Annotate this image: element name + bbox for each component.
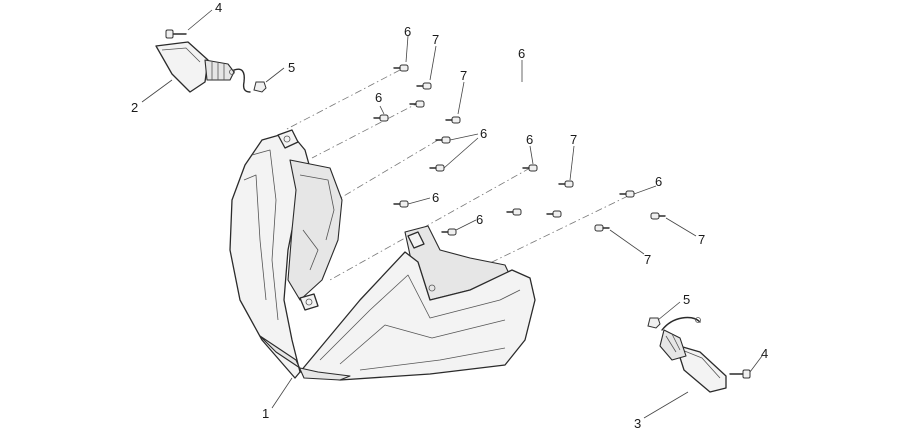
- callout-part-2: 2: [131, 100, 138, 115]
- callout-part-7-b: 7: [460, 68, 467, 83]
- callout-part-6-c: 6: [375, 90, 382, 105]
- callout-labels: 1 2 3 4 4 5 5 6 7 6 7 6 6 6 7 6 6 6 7 7: [131, 0, 768, 431]
- callout-part-6-b: 6: [518, 46, 525, 61]
- callout-part-7-a: 7: [432, 32, 439, 47]
- callout-part-1: 1: [262, 406, 269, 421]
- callout-part-5-left: 5: [288, 60, 295, 75]
- callout-part-6-e: 6: [526, 132, 533, 147]
- callout-part-6-f: 6: [432, 190, 439, 205]
- connectors: [253, 81, 661, 329]
- screws: [373, 64, 666, 236]
- callout-part-3: 3: [634, 416, 641, 431]
- callout-part-4-left: 4: [215, 0, 222, 15]
- callout-part-7-d: 7: [698, 232, 705, 247]
- callout-part-4-right: 4: [761, 346, 768, 361]
- callout-part-6-h: 6: [655, 174, 662, 189]
- headlight-assembly: [229, 129, 536, 381]
- right-indicator: [659, 316, 727, 393]
- indicator-screws: [165, 29, 751, 379]
- callout-part-6-g: 6: [476, 212, 483, 227]
- leader-lines: [141, 9, 763, 419]
- callout-part-5-right: 5: [683, 292, 690, 307]
- callout-part-7-e: 7: [644, 252, 651, 267]
- callout-part-6-a: 6: [404, 24, 411, 39]
- left-indicator: [155, 41, 251, 93]
- callout-part-6-d: 6: [480, 126, 487, 141]
- callout-part-7-c: 7: [570, 132, 577, 147]
